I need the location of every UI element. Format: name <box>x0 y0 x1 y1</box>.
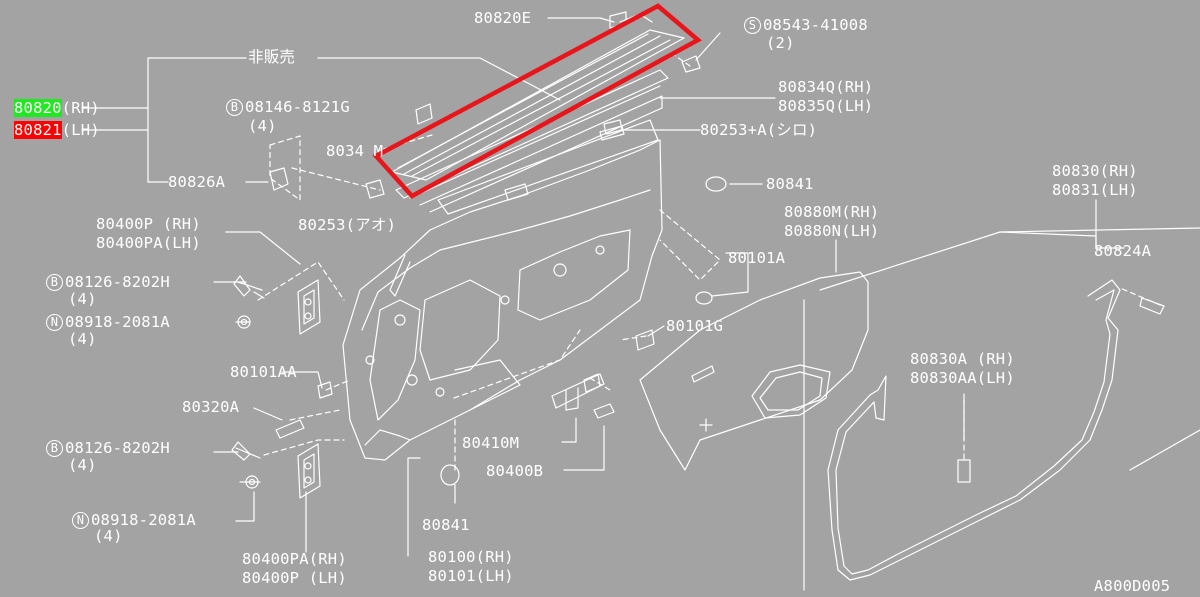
label-80841-top: 80841 <box>766 175 814 193</box>
door-shell-80100 <box>342 139 663 461</box>
qty-08543: (2) <box>766 34 795 52</box>
label-80320A: 80320A <box>182 398 240 416</box>
label-80830A: 80830A (RH) <box>910 350 1015 368</box>
label-80830: 80830(RH) <box>1052 162 1138 180</box>
b-marker: B <box>226 99 243 116</box>
label-8034M: 8034 M <box>326 142 384 160</box>
label-80826A: 80826A <box>168 173 226 191</box>
label-80880N: 80880N(LH) <box>784 222 880 240</box>
label-80880M: 80880M(RH) <box>784 203 880 221</box>
n-marker: N <box>72 512 89 529</box>
fasteners <box>231 11 1165 489</box>
s-marker: S <box>744 17 761 34</box>
label-80821: 80821(LH) <box>14 121 100 139</box>
label-80820E: 80820E <box>474 9 532 27</box>
dashed-leaders <box>257 51 1161 471</box>
seal-bracket-outline <box>999 231 1097 249</box>
label-80824A: 80824A <box>1094 242 1152 260</box>
molding-80253 <box>437 119 659 215</box>
n-marker: N <box>46 314 63 331</box>
label-80100: 80100(RH) <box>428 548 514 566</box>
qty-08918-top: (4) <box>68 330 97 348</box>
part-80820-highlight: 80820 <box>14 99 62 117</box>
label-80831: 80831(LH) <box>1052 181 1138 199</box>
part-80821-highlight: 80821 <box>14 121 62 139</box>
b-marker: B <box>46 274 63 291</box>
diagram-code: A800D005 <box>1094 577 1171 595</box>
label-80400PA-rh: 80400PA(RH) <box>242 550 347 568</box>
grommets <box>269 167 727 486</box>
label-80841-bot: 80841 <box>422 516 470 534</box>
door-check-80410M <box>551 373 605 411</box>
side-rh: (RH) <box>61 99 100 117</box>
b-marker: B <box>46 440 63 457</box>
door-trim-80880 <box>639 271 869 471</box>
qty-08126-top: (4) <box>68 290 97 308</box>
label-80101AA: 80101AA <box>230 363 297 381</box>
label-80101G: 80101G <box>666 317 724 335</box>
qty-08146: (4) <box>248 117 277 135</box>
weatherstrip-inner <box>395 69 669 213</box>
label-80400P-rh: 80400P (RH) <box>96 215 201 233</box>
label-80400PA-lh: 80400PA(LH) <box>96 234 201 252</box>
label-80400B: 80400B <box>486 462 544 480</box>
label-80834Q: 80834Q(RH) <box>778 78 874 96</box>
door-weatherstrip-80830 <box>827 279 1121 581</box>
side-lh: (LH) <box>61 121 100 139</box>
label-80253A-shiro: 80253+A(シロ) <box>700 121 818 139</box>
label-80820: 80820(RH) <box>14 99 100 117</box>
label-80830AA: 80830AA(LH) <box>910 369 1015 387</box>
label-80410M: 80410M <box>462 434 520 452</box>
upper-hinge <box>297 279 321 335</box>
lower-hinge <box>297 443 321 499</box>
label-80101: 80101(LH) <box>428 567 514 585</box>
weatherstrip-outer <box>391 13 685 181</box>
label-80400P-lh: 80400P (LH) <box>242 569 347 587</box>
qty-08918-bot: (4) <box>94 527 123 545</box>
qty-08126-bot: (4) <box>68 456 97 474</box>
not-sold-label: 非販売 <box>248 48 296 66</box>
label-80253-ao: 80253(アオ) <box>298 216 397 234</box>
highlight-box <box>372 3 702 199</box>
label-80835Q: 80835Q(LH) <box>778 97 874 115</box>
label-80101A: 80101A <box>728 249 786 267</box>
leader-lines <box>81 17 1200 591</box>
